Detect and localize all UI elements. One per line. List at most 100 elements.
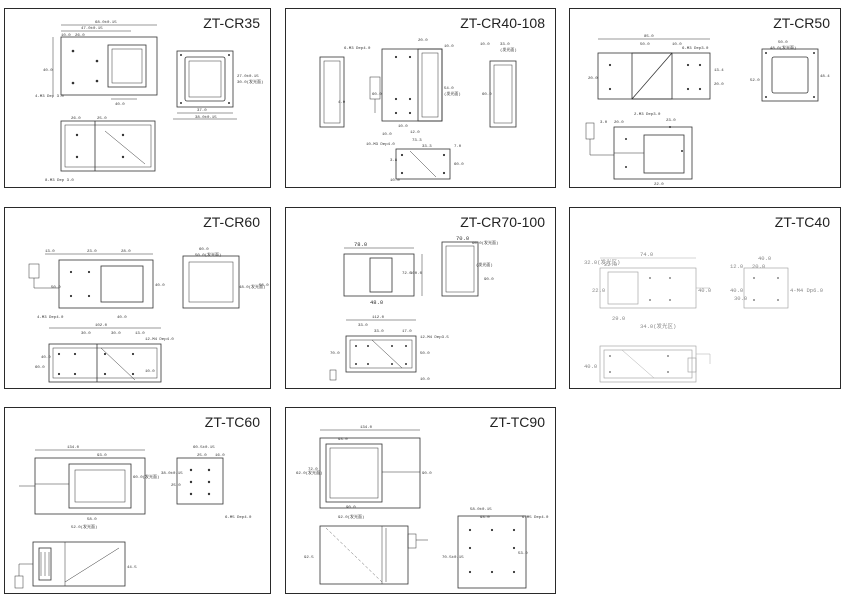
svg-text:48.0(发光面): 48.0(发光面): [770, 44, 796, 51]
svg-text:73.3: 73.3: [412, 139, 422, 143]
svg-text:3.8: 3.8: [390, 159, 398, 163]
svg-text:50.0: 50.0: [640, 43, 650, 47]
panel-title: ZT-CR60: [203, 214, 260, 230]
svg-text:23.0: 23.0: [87, 250, 97, 254]
svg-text:6-M3 Dep3.0: 6-M3 Dep3.0: [682, 47, 709, 51]
svg-text:40.0: 40.0: [698, 287, 711, 294]
svg-text:52.0(发光面): 52.0(发光面): [71, 523, 97, 530]
svg-text:25.0: 25.0: [197, 454, 207, 458]
panel-title: ZT-TC90: [489, 414, 545, 430]
drawing-zt-cr40-108: 4.0 6-M3 Dep4.0 20.0 10.0 60.0 54.0 (发光面…: [319, 39, 517, 183]
panel-zt-tc40: ZT-TC40 32.0(发光区) 74.0 22.0 22.0 40.0 29…: [569, 207, 841, 389]
panel-zt-cr50: ZT-CR50 85.0 50.0 10.0 6-M3 Dep3.0 13.4 …: [569, 8, 841, 188]
panel-zt-cr35: ZT-CR35 68.0±0.15 47.0±0.15 10.0 26.0 40…: [4, 8, 271, 188]
svg-text:29.0: 29.0: [612, 315, 625, 322]
svg-text:40.0: 40.0: [155, 284, 165, 288]
drawing-zt-tc90: 134.0 93.0 62.0(发光面) 72.0 90.0 90.0 92.0…: [296, 426, 549, 589]
svg-text:72.0: 72.0: [308, 468, 318, 472]
svg-text:90.0: 90.0: [422, 472, 432, 476]
svg-text:53.0: 53.0: [518, 552, 528, 556]
svg-text:25.0: 25.0: [97, 117, 107, 121]
svg-text:33.0: 33.0: [500, 43, 510, 47]
svg-text:10.0: 10.0: [480, 43, 490, 47]
svg-text:22.0: 22.0: [604, 261, 617, 268]
svg-text:112.0: 112.0: [372, 316, 385, 320]
svg-text:62.0(发光面): 62.0(发光面): [296, 469, 322, 476]
svg-text:6-M3 Dep4.0: 6-M3 Dep4.0: [344, 47, 371, 51]
svg-text:12.0: 12.0: [730, 263, 743, 270]
svg-text:48.4: 48.4: [820, 75, 830, 79]
drawing-zt-tc60: 134.0 93.0 58.0 60.0(发光面) 52.0(发光面) 60.5…: [14, 446, 252, 589]
svg-text:23.0: 23.0: [666, 119, 676, 123]
svg-text:8-M3 Dep 3.0: 8-M3 Dep 3.0: [45, 179, 74, 183]
svg-text:60.0: 60.0: [482, 93, 492, 97]
svg-text:10.0: 10.0: [444, 45, 454, 49]
svg-text:27.0±0.15: 27.0±0.15: [237, 75, 259, 79]
drawing-zt-cr50: 85.0 50.0 10.0 6-M3 Dep3.0 13.4 20.0 20.…: [585, 35, 830, 187]
svg-text:20.0: 20.0: [614, 121, 624, 125]
svg-text:134.0: 134.0: [360, 426, 373, 430]
drawing-zt-cr35: 68.0±0.15 47.0±0.15 10.0 26.0 40.0 40.0 …: [35, 21, 263, 183]
svg-text:30.0: 30.0: [81, 332, 91, 336]
svg-text:40.0: 40.0: [41, 356, 51, 360]
drawing-zt-cr70-100: 78.0 72.0 100.0 48.0 70.0 60.0(发光面) (发光面…: [329, 235, 498, 382]
svg-text:4-M3 Dep4.0: 4-M3 Dep4.0: [37, 316, 64, 320]
svg-text:12-M4 Dep4.0: 12-M4 Dep4.0: [145, 338, 174, 342]
svg-text:10.0: 10.0: [382, 133, 392, 137]
svg-text:34.0(发光区): 34.0(发光区): [640, 322, 676, 330]
svg-text:10-M3 Dep4.0: 10-M3 Dep4.0: [366, 143, 395, 147]
svg-text:93.0: 93.0: [97, 454, 107, 458]
svg-text:50.0(发光面): 50.0(发光面): [195, 251, 221, 258]
svg-text:40.0: 40.0: [758, 255, 771, 262]
svg-text:12-M4 Dep3.5: 12-M4 Dep3.5: [420, 336, 449, 340]
svg-text:58.0±0.15: 58.0±0.15: [470, 508, 492, 512]
svg-text:40.0: 40.0: [115, 103, 125, 107]
svg-text:70.0: 70.0: [456, 235, 469, 242]
svg-text:4.0: 4.0: [338, 101, 346, 105]
svg-text:6-M5 Dep4.0: 6-M5 Dep4.0: [522, 516, 549, 520]
svg-text:54.0: 54.0: [444, 87, 454, 91]
svg-text:92.0(发光面): 92.0(发光面): [338, 513, 364, 520]
svg-text:102.0: 102.0: [95, 324, 108, 328]
svg-text:37.0: 37.0: [197, 109, 207, 113]
svg-text:10.0: 10.0: [398, 125, 408, 129]
svg-text:60.0(发光面): 60.0(发光面): [133, 473, 159, 480]
svg-text:40.0: 40.0: [730, 287, 743, 294]
svg-text:6-M5 Dep4.0: 6-M5 Dep4.0: [225, 516, 252, 520]
svg-text:93.0: 93.0: [480, 516, 490, 520]
svg-text:3.0: 3.0: [600, 121, 608, 125]
svg-text:10.0: 10.0: [61, 34, 71, 38]
svg-text:20.0: 20.0: [714, 83, 724, 87]
panel-title: ZT-TC60: [204, 414, 260, 430]
svg-text:38.0±0.15: 38.0±0.15: [161, 472, 183, 476]
svg-text:40.0: 40.0: [43, 69, 53, 73]
svg-text:52.0: 52.0: [750, 79, 760, 83]
panel-zt-cr60: ZT-CR60 13.0 23.0 28.0 50.0 40.0 4-M3 De…: [4, 207, 271, 389]
panel-zt-tc90: ZT-TC90 134.0 93.0 62.0(发光面) 72.0 90.0 9…: [285, 407, 556, 594]
svg-text:13.4: 13.4: [714, 69, 724, 73]
svg-text:32.0(发光区): 32.0(发光区): [584, 258, 620, 266]
svg-text:38.0±0.15: 38.0±0.15: [195, 116, 217, 120]
svg-text:(发光面): (发光面): [476, 261, 493, 268]
panel-title: ZT-CR40-108: [460, 15, 545, 31]
svg-text:33.3: 33.3: [422, 145, 432, 149]
svg-text:17.0: 17.0: [402, 330, 412, 334]
svg-text:90.0: 90.0: [484, 278, 494, 282]
svg-text:50.0: 50.0: [778, 41, 788, 45]
svg-text:10.0: 10.0: [390, 179, 400, 183]
svg-text:40.0: 40.0: [117, 316, 127, 320]
panel-title: ZT-TC40: [774, 214, 830, 230]
svg-text:72.0: 72.0: [402, 272, 412, 276]
svg-text:33.0: 33.0: [358, 324, 368, 328]
panel-zt-cr40-108: ZT-CR40-108 4.0 6-M3 Dep4.0 20.0 10.0 60…: [285, 8, 556, 188]
svg-text:30.0(发光面): 30.0(发光面): [237, 78, 263, 85]
svg-text:60.0(发光面): 60.0(发光面): [472, 239, 498, 246]
svg-text:74.0: 74.0: [640, 251, 653, 258]
drawing-zt-cr60: 13.0 23.0 28.0 50.0 40.0 4-M3 Dep4.0 40.…: [28, 248, 269, 383]
panel-zt-tc60: ZT-TC60 134.0 93.0 58.0 60.0(发光面) 52.0(发…: [4, 407, 271, 594]
svg-text:25.0: 25.0: [171, 484, 181, 488]
svg-text:70.5±0.15: 70.5±0.15: [442, 556, 464, 560]
svg-text:16.0: 16.0: [215, 454, 225, 458]
svg-text:93.0: 93.0: [338, 438, 348, 442]
panel-title: ZT-CR50: [773, 15, 830, 31]
